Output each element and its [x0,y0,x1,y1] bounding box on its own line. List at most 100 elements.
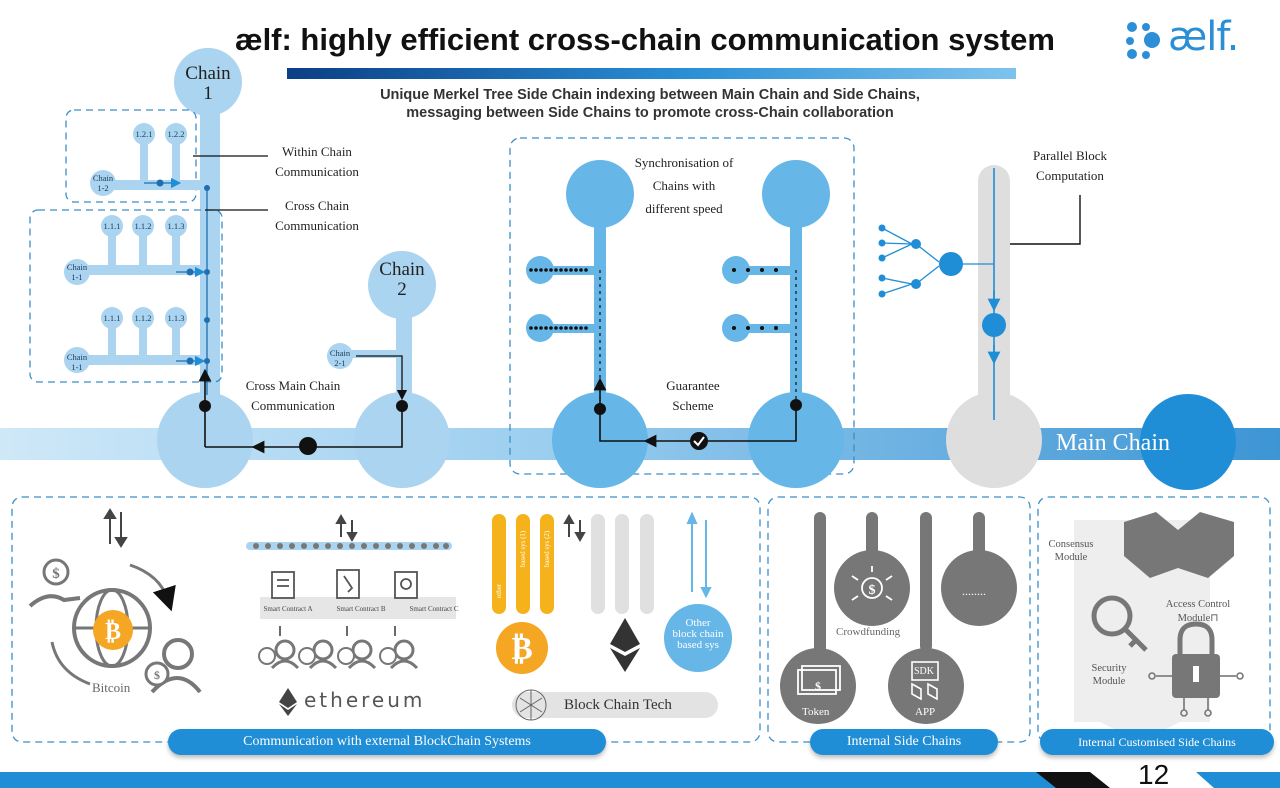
bitcoin-coin-icon [93,610,133,650]
bar-label-sys-1: based sys (1) [519,530,527,568]
svg-text:$: $ [815,679,821,693]
subtitle-line-2: messaging between Side Chains to promote… [406,105,894,121]
network-icon [515,689,547,721]
chain2-trunk [368,251,436,410]
subtitle: Unique Merkel Tree Side Chain indexing b… [340,86,960,122]
double-arrow-icon-4 [686,511,712,599]
page-title: ælf: highly efficient cross-chain commun… [235,22,1055,57]
token-icon [797,665,841,695]
bitcoin-logo-icon [496,622,548,674]
node-1-1-1-a: 1.1.1 [103,221,121,231]
double-arrow-icon-3 [563,513,586,543]
svg-text:₿: ₿ [105,619,121,645]
contract-c-label: Smart Contract C [409,605,459,613]
user-icon [162,638,194,670]
bar-label-sys-2: based sys (2) [543,530,551,568]
node-1-2-2: 1.2.2 [167,129,185,139]
sync-chain-left [526,160,634,410]
token-circle [780,648,856,724]
internal-customised-pill[interactable]: Internal Customised Side Chains [1040,729,1274,755]
sdk-icon [911,661,939,701]
dollar-coin-icon [42,558,70,586]
node-1-1-3-b: 1.1.3 [167,313,185,323]
sync-box [509,137,855,475]
contract-icons [271,569,418,599]
cross-main-node [299,437,317,455]
bitcoin-label: Bitcoin [92,680,131,695]
side-chain-1-1-bottom [64,307,202,373]
external-systems-pill[interactable]: Communication with external BlockChain S… [168,729,606,755]
main-chain-label: Main Chain [1056,430,1170,456]
custom-box [1037,496,1271,743]
chain1-trunk [174,48,242,410]
key-icon [1091,595,1148,652]
more-label: ........ [962,584,986,598]
app-circle [888,648,964,724]
side-chain-1-1-top [64,215,202,285]
side-chain-2-1 [327,343,400,369]
svg-text:$: $ [154,668,160,682]
svg-text:$: $ [869,583,876,598]
node-1-1-3-a: 1.1.3 [167,221,185,231]
svg-text:$: $ [52,566,60,582]
internal-side-chains-pill[interactable]: Internal Side Chains [810,729,998,755]
page-number: 12 [1138,762,1170,788]
app-label: APP [915,706,936,718]
sync-dots-left [529,268,588,330]
side-chains-box [767,496,1031,743]
side-chain-1-2 [90,123,200,196]
parallel-tree [878,224,994,298]
contract-b-label: Smart Contract B [336,605,386,613]
main-chain-end-node [1140,394,1236,490]
blockchain-tech-label: Block Chain Tech [564,697,672,713]
ethereum-logo-icon [279,688,297,716]
title-underline-bar [287,68,1016,79]
blockchain-tech-bar [512,692,718,718]
logo-text: ælf. [1168,14,1239,60]
subtitle-line-1: Unique Merkel Tree Side Chain indexing b… [380,87,920,103]
node-1-1-2-b: 1.1.2 [134,313,152,323]
ethereum-wordmark: ethereum [304,688,426,712]
sync-label: Synchronisation of Chains with different… [634,155,734,216]
crowdfunding-circle [834,550,910,626]
contract-arrows [279,626,396,636]
ethereum-users [270,639,419,670]
other-chain-circle [664,604,732,672]
aelf-logo-icon [1126,22,1160,59]
handshake-icon [1124,512,1234,578]
node-1-1-1-b: 1.1.1 [103,313,121,323]
node-1-2-1: 1.2.1 [135,129,153,139]
svg-text:₿: ₿ [511,630,532,666]
bar-label-other: other [495,583,503,599]
guarantee-check-icon [690,432,708,450]
token-label: Token [802,706,830,718]
lock-icon [1148,621,1244,717]
crowdfunding-label: Crowdfunding [836,626,901,638]
bar-chains [492,514,654,614]
ethereum-diamond-icon [610,618,640,672]
double-arrow-icon [103,508,128,548]
contract-a-label: Smart Contract A [263,605,313,613]
chain-1-1-box [29,209,223,383]
more-circle [941,550,1017,626]
other-chain-label: Other block chain based sys [672,617,724,651]
sync-dots-right [732,268,778,330]
crowdfunding-icon [851,566,893,601]
double-arrow-icon-2 [335,513,358,543]
sdk-label: SDK [914,666,935,677]
footer-band [0,772,1060,788]
